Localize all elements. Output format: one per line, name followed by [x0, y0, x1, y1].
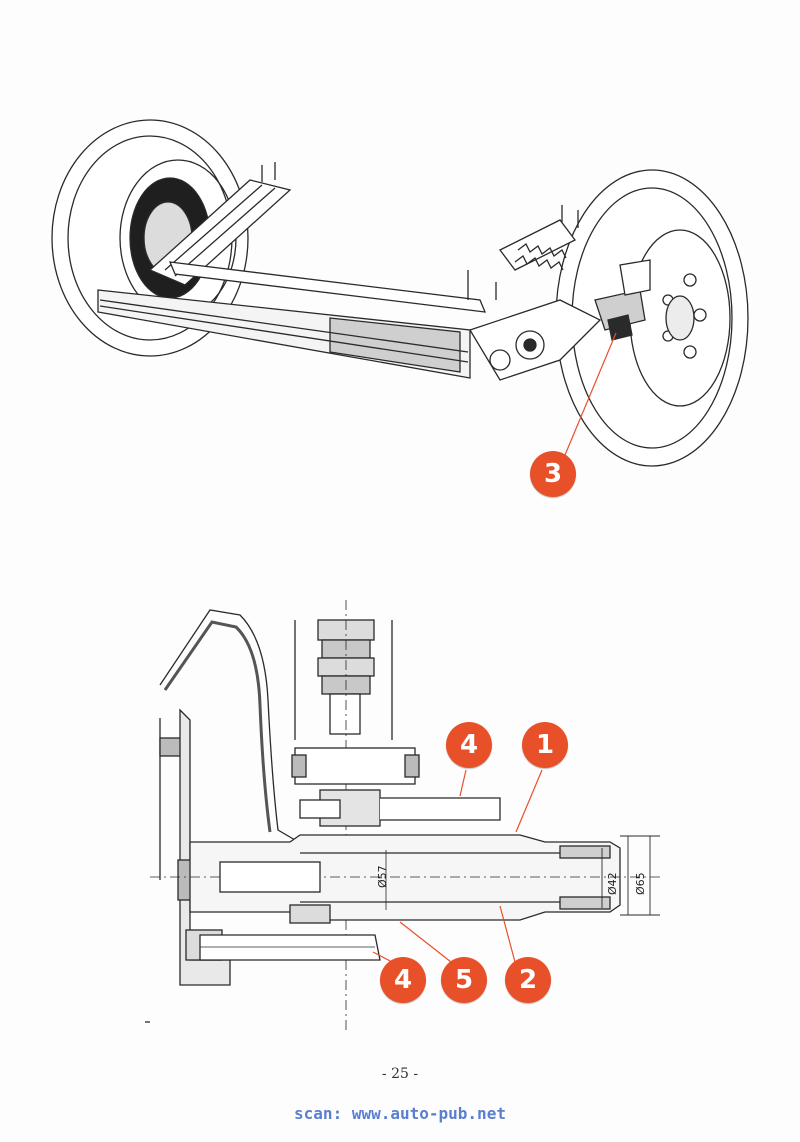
callout-4-lower: 4	[380, 957, 426, 1003]
dimension-d65: Ø65	[634, 872, 647, 895]
rear-axle-illustration	[51, 119, 749, 467]
body-panel	[145, 609, 296, 1023]
dimension-d42: Ø42	[606, 872, 619, 895]
right-hub-bracket	[469, 259, 651, 381]
leader-3	[564, 332, 617, 456]
callout-4-upper: 4	[446, 722, 492, 768]
dimension-lines	[601, 835, 660, 916]
callout-2: 2	[505, 957, 551, 1003]
page-number: - 25 -	[381, 1066, 419, 1082]
right-spring	[467, 205, 579, 300]
lower-pin	[199, 934, 381, 961]
dimension-d57: Ø57	[376, 865, 389, 888]
upper-mount	[291, 747, 501, 827]
axle-shaft	[150, 834, 660, 924]
left-spring	[148, 162, 487, 313]
axle-tube	[97, 289, 471, 379]
shock-absorber	[294, 600, 393, 1030]
callout-1: 1	[522, 722, 568, 768]
callout-leaders	[372, 769, 543, 963]
callout-3: 3	[530, 451, 576, 497]
scan-credit: scan: www.auto-pub.net	[294, 1104, 506, 1123]
callout-5: 5	[441, 957, 487, 1003]
